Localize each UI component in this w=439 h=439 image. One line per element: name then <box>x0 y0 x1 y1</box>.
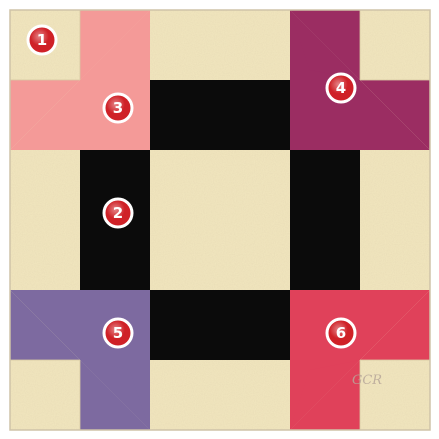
badge-2-shine <box>106 201 130 225</box>
badge-3: 3 <box>104 94 132 122</box>
badge-4: 4 <box>327 74 355 102</box>
badge-1: 1 <box>28 26 56 54</box>
badge-4-shine <box>329 76 353 100</box>
watermark-logo: GCR <box>352 373 382 388</box>
badge-6-shine <box>329 321 353 345</box>
badge-5-shine <box>106 321 130 345</box>
badge-6: 6 <box>327 319 355 347</box>
badge-5: 5 <box>104 319 132 347</box>
badge-3-shine <box>106 96 130 120</box>
badge-2: 2 <box>104 199 132 227</box>
badge-1-shine <box>30 28 54 52</box>
